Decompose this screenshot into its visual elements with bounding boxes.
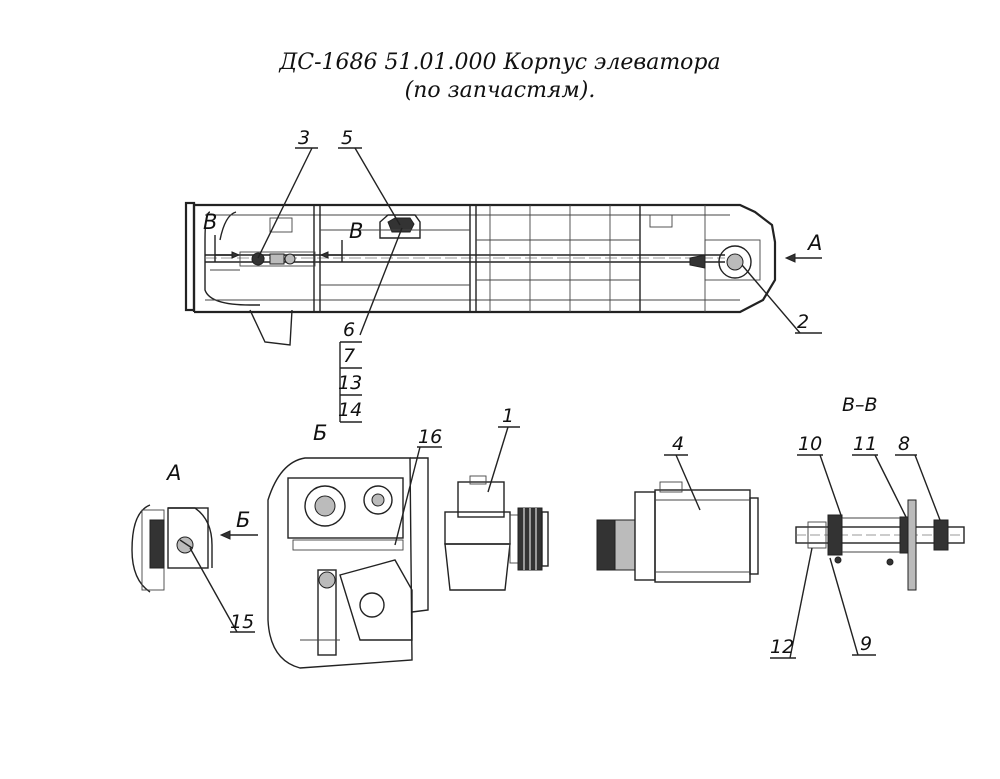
callout-10: 10 — [798, 433, 822, 455]
leader-lines-main — [257, 147, 822, 423]
leader-12 — [789, 547, 813, 659]
view-a-arrow-label: A — [806, 231, 822, 255]
view-a-arrow — [784, 253, 822, 263]
leader-10 — [819, 454, 843, 519]
callout-15: 15 — [230, 611, 254, 633]
callout-8: 8 — [898, 433, 910, 455]
section-b-label-right: B — [349, 219, 363, 243]
callout-3: 3 — [298, 127, 310, 149]
view-a-title: A — [165, 461, 181, 485]
drawing-title-line1: ДС-1686 51.01.000 Корпус элеватора — [279, 50, 721, 75]
callout-11: 11 — [853, 433, 877, 455]
section-bb-detail — [795, 499, 965, 591]
view-b-arrow-label: Б — [236, 508, 250, 532]
callout-13: 13 — [338, 372, 362, 394]
callout-12: 12 — [770, 636, 794, 658]
callout-5: 5 — [341, 127, 353, 149]
view-b-detail — [267, 457, 429, 669]
leader-4 — [675, 454, 701, 511]
section-b-label-left: B — [203, 210, 217, 234]
callout-1: 1 — [502, 405, 514, 427]
callout-7: 7 — [343, 345, 355, 367]
motor-part-4 — [596, 481, 759, 583]
view-a-detail — [131, 504, 258, 593]
leader-9 — [829, 557, 859, 656]
view-b-title: Б — [313, 421, 327, 445]
section-b-markers — [214, 235, 343, 262]
leader-8 — [914, 454, 941, 521]
callout-16: 16 — [418, 426, 442, 448]
leader-1 — [487, 426, 509, 493]
callout-2: 2 — [797, 311, 809, 333]
leader-16 — [394, 446, 421, 546]
callout-6: 6 — [343, 319, 355, 341]
gearbox-part-1 — [444, 475, 549, 591]
callout-9: 9 — [860, 633, 872, 655]
leader-15 — [189, 547, 238, 633]
drawing-title-line2: (по запчастям). — [404, 78, 596, 103]
section-bb-title: B–B — [842, 394, 878, 416]
callout-4: 4 — [672, 433, 684, 455]
elevator-body — [184, 201, 777, 346]
callout-14: 14 — [338, 399, 362, 421]
leader-11 — [874, 454, 907, 518]
